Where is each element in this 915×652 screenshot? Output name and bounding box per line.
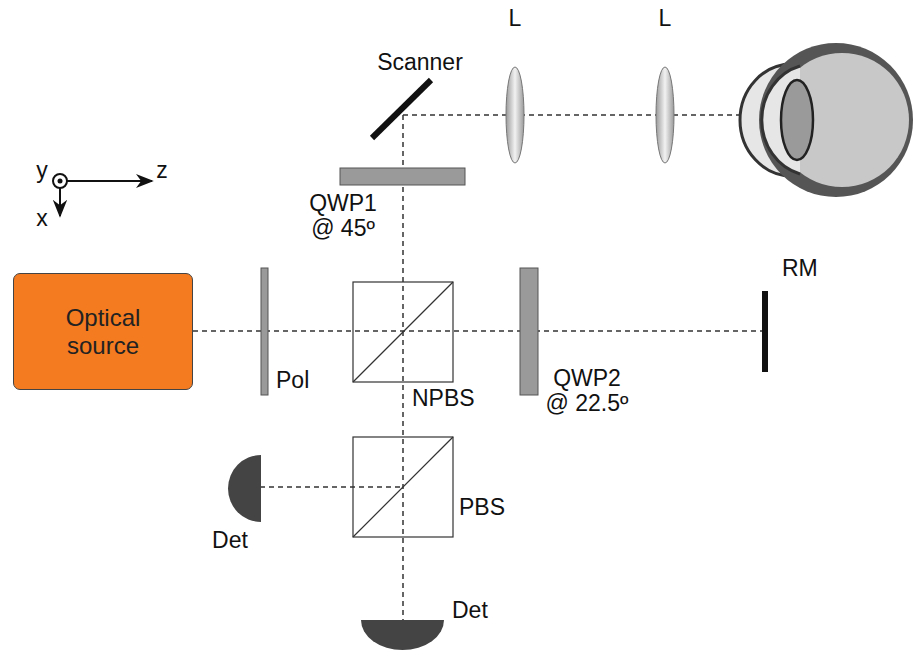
beam-splitter (353, 282, 453, 382)
component-label: Det (452, 598, 488, 623)
component-label: L (659, 6, 672, 31)
axis-label: x (36, 206, 48, 231)
polarizing-beam-splitter (353, 437, 453, 537)
component-label: PBS (459, 495, 505, 520)
detector (228, 455, 261, 522)
waveplate (340, 168, 465, 185)
eye (740, 43, 913, 197)
component-label: QWP1 @ 45º (304, 191, 382, 242)
component-label: L (509, 6, 522, 31)
beam-path (193, 115, 763, 622)
axes-symbol (53, 174, 152, 216)
lens (506, 67, 524, 163)
component-label: QWP2 @ 22.5º (541, 366, 633, 417)
component-label: Scanner (377, 50, 463, 75)
reference-mirror (762, 291, 768, 372)
waveplate (520, 268, 538, 395)
source-box: Optical source (13, 273, 193, 390)
box-label: Optical source (38, 304, 168, 359)
axis-label: z (156, 158, 168, 183)
lens (656, 67, 674, 163)
scanner-mirror (372, 80, 431, 138)
component-label: Det (212, 528, 248, 553)
component-label: RM (782, 256, 818, 281)
polarizer (261, 268, 268, 395)
component-label: Pol (276, 368, 309, 393)
detector (361, 620, 444, 650)
component-label: NPBS (412, 386, 475, 411)
axis-label: y (36, 158, 48, 183)
